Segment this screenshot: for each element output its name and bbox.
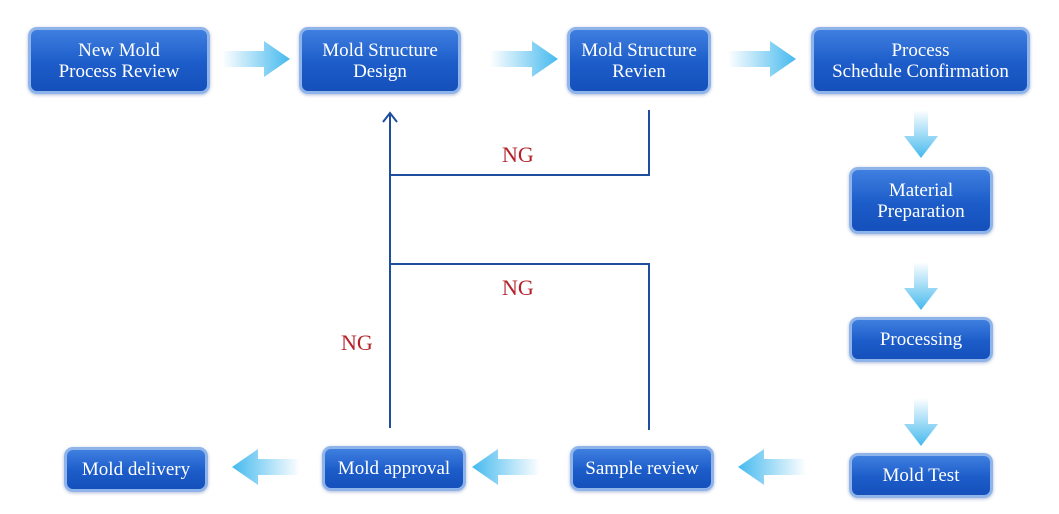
- node-mold-delivery: Mold delivery: [64, 447, 208, 492]
- node-mold-test: Mold Test: [849, 453, 993, 498]
- ng-line-sample-review: [390, 263, 650, 430]
- ng-label-mold-approval: NG: [341, 330, 373, 355]
- node-processing: Processing: [849, 317, 993, 362]
- flow-arrow-8: [472, 449, 540, 485]
- node-sample-review: Sample review: [570, 446, 714, 491]
- ng-label-sample-review: NG: [502, 275, 534, 300]
- node-process-schedule-confirmation: Process Schedule Confirmation: [811, 27, 1030, 94]
- node-mold-structure-review: Mold Structure Revien: [567, 27, 711, 94]
- flow-arrow-3: [728, 41, 796, 77]
- node-mold-approval: Mold approval: [322, 446, 466, 491]
- flow-arrow-2: [490, 41, 558, 77]
- node-new-mold-process-review: New Mold Process Review: [28, 27, 210, 94]
- flow-arrow-5: [904, 262, 938, 310]
- ng-line-structure-review: [390, 110, 650, 176]
- flow-arrow-6: [904, 398, 938, 446]
- ng-label-structure-review: NG: [502, 142, 534, 167]
- ng-arrowhead: [382, 111, 398, 123]
- flow-arrow-7: [738, 449, 806, 485]
- flow-arrow-1: [222, 41, 290, 77]
- node-material-preparation: Material Preparation: [849, 167, 993, 234]
- flow-arrow-9: [232, 449, 300, 485]
- node-mold-structure-design: Mold Structure Design: [299, 27, 461, 94]
- flow-arrow-4: [904, 110, 938, 158]
